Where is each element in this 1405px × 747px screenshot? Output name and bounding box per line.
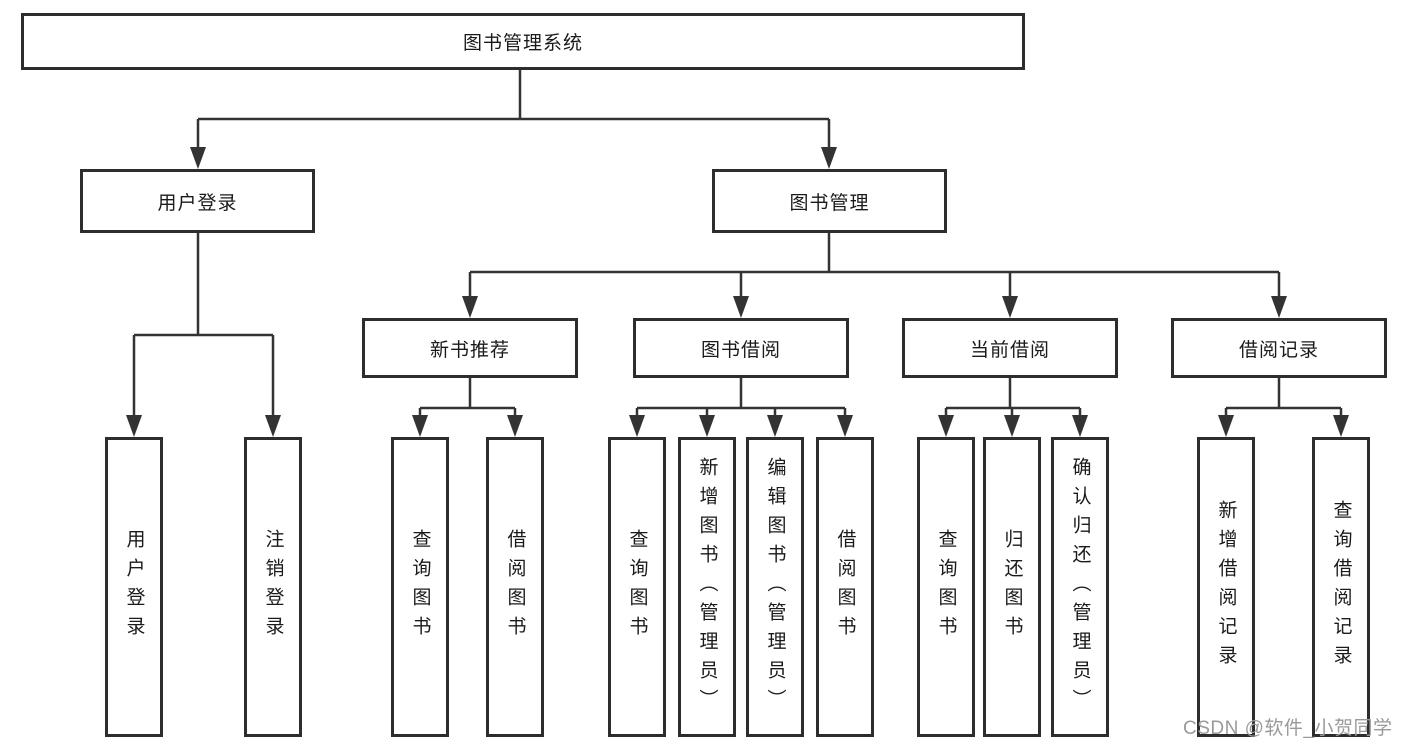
leaf-query-books-2: 查询图书: [608, 437, 666, 737]
node-label: 查询图书: [409, 529, 431, 645]
node-current-borrow: 当前借阅: [902, 318, 1118, 378]
arrowheads: [126, 147, 1349, 437]
leaf-query-borrow-record: 查询借阅记录: [1312, 437, 1370, 737]
node-label: 借阅图书: [834, 529, 856, 645]
leaf-add-books-admin: 新增图书（管理员）: [678, 437, 736, 737]
leaf-logout: 注销登录: [244, 437, 302, 737]
csdn-watermark: CSDN @软件_小贺同学: [1183, 718, 1393, 739]
node-label: 新增借阅记录: [1215, 500, 1237, 674]
leaf-query-books-1: 查询图书: [391, 437, 449, 737]
node-book-borrow: 图书借阅: [633, 318, 849, 378]
node-label: 归还图书: [1001, 529, 1023, 645]
node-label: 图书借阅: [700, 339, 781, 361]
node-label: 用户登录: [123, 529, 145, 645]
node-label: 编辑图书（管理员）: [764, 456, 786, 718]
leaf-confirm-return-admin: 确认归还（管理员）: [1051, 437, 1109, 737]
node-user-login-branch: 用户登录: [80, 169, 315, 233]
node-label: 借阅记录: [1238, 339, 1319, 361]
leaf-return-books: 归还图书: [983, 437, 1041, 737]
leaf-borrow-books-1: 借阅图书: [486, 437, 544, 737]
node-label: 确认归还（管理员）: [1069, 456, 1091, 718]
node-label: 注销登录: [262, 529, 284, 645]
node-label: 查询图书: [935, 529, 957, 645]
node-label: 查询借阅记录: [1330, 500, 1352, 674]
leaf-user-login: 用户登录: [105, 437, 163, 737]
node-library-management-system: 图书管理系统: [21, 13, 1025, 70]
node-label: 用户登录: [157, 192, 238, 214]
node-label: 新书推荐: [429, 339, 510, 361]
leaf-borrow-books-2: 借阅图书: [816, 437, 874, 737]
leaf-query-books-3: 查询图书: [917, 437, 975, 737]
leaf-add-borrow-record: 新增借阅记录: [1197, 437, 1255, 737]
node-new-book-recommend: 新书推荐: [362, 318, 578, 378]
node-label: 图书管理系统: [462, 33, 583, 54]
node-label: 借阅图书: [504, 529, 526, 645]
node-borrow-record: 借阅记录: [1171, 318, 1387, 378]
node-label: 新增图书（管理员）: [696, 456, 718, 718]
node-label: 当前借阅: [969, 339, 1050, 361]
node-label: 图书管理: [789, 192, 870, 214]
node-label: 查询图书: [626, 529, 648, 645]
node-book-management-branch: 图书管理: [712, 169, 947, 233]
leaf-edit-books-admin: 编辑图书（管理员）: [746, 437, 804, 737]
